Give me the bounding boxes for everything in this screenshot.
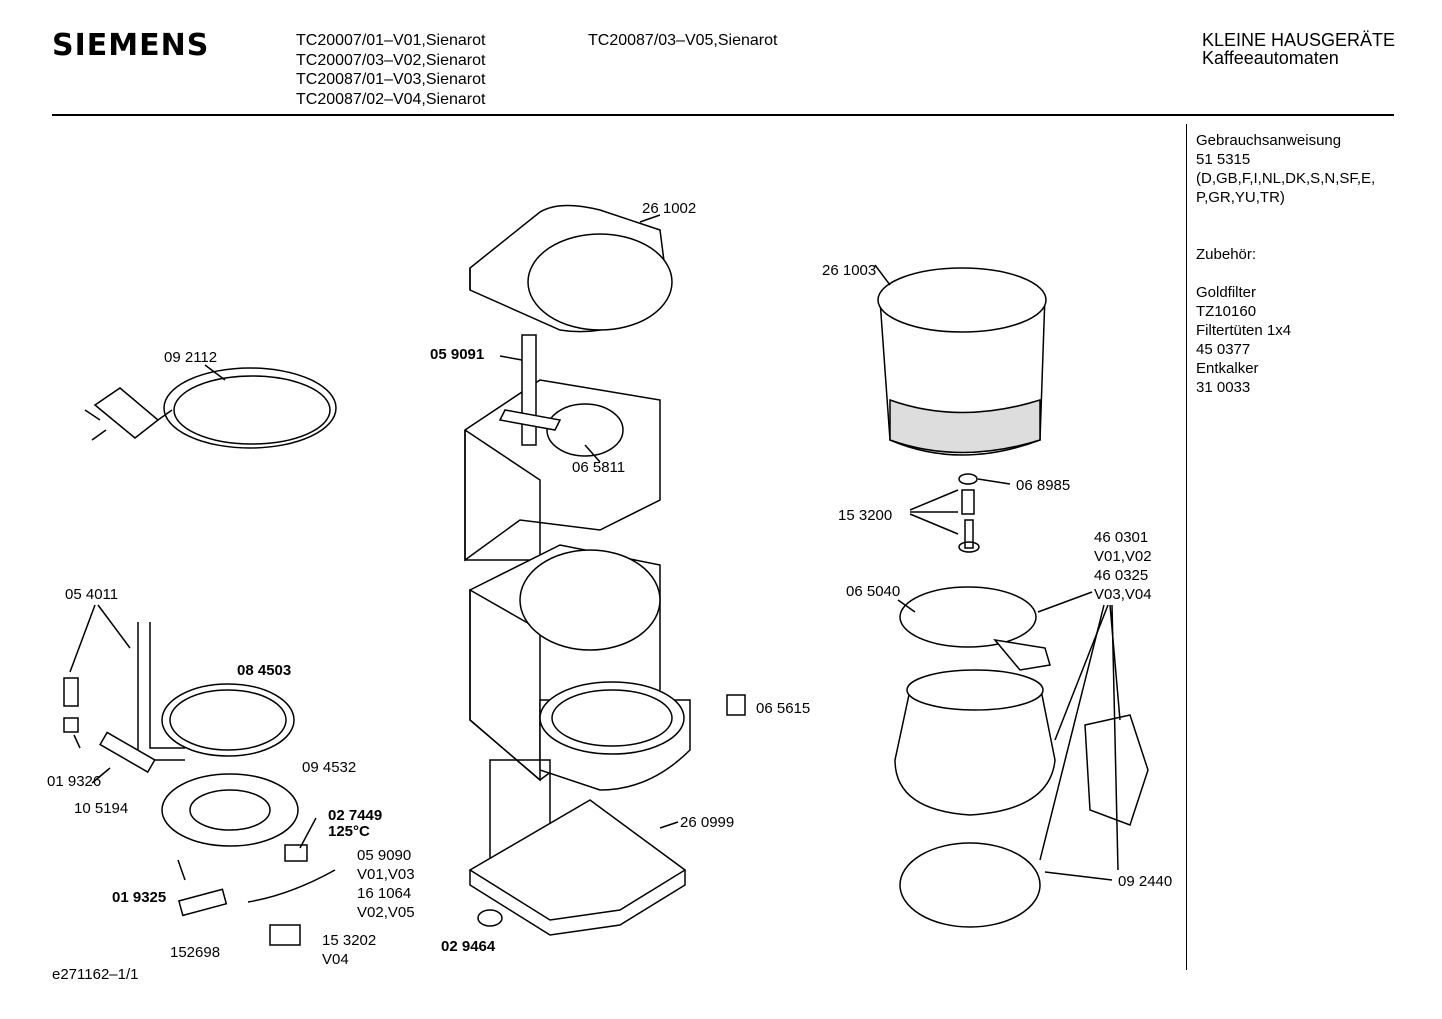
model-item: TC20007/01–V01,Sienarot [296, 32, 486, 49]
sidebar-line: Goldfilter [1196, 284, 1257, 301]
document-id: e271162–1/1 [52, 966, 139, 983]
carafe-lid-part [899, 586, 1051, 671]
label-065811: 06 5811 [572, 459, 625, 476]
label-084503: 08 4503 [237, 662, 291, 679]
accessory-sidebar: Gebrauchsanweisung 51 5315 (D,GB,F,I,NL,… [1196, 131, 1375, 397]
label-059090: 05 9090 [357, 847, 411, 864]
carafe-handle-part [1084, 714, 1149, 826]
carafe-ring-part [899, 842, 1041, 928]
label-261003: 26 1003 [822, 262, 876, 279]
sidebar-line: (D,GB,F,I,NL,DK,S,N,SF,E, [1196, 170, 1376, 187]
valve-part [958, 473, 980, 553]
label-161064: 16 1064 [357, 885, 411, 902]
main-body-part [469, 544, 691, 881]
label-460325: 46 0325 [1094, 567, 1148, 584]
label-094532: 09 4532 [302, 759, 356, 776]
sidebar-line: 31 0033 [1196, 379, 1251, 396]
model-item: TC20087/03–V05,Sienarot [588, 32, 778, 49]
sidebar-line: Zubehör: [1196, 246, 1257, 263]
label-460301: 46 0301 [1094, 529, 1148, 546]
heating-element-parts [63, 622, 336, 946]
label-105194: 10 5194 [74, 800, 128, 817]
label-v0102: V01,V02 [1094, 548, 1152, 565]
sidebar-line: 45 0377 [1196, 341, 1251, 358]
sidebar-line: P,GR,YU,TR) [1196, 189, 1285, 206]
label-019326: 01 9326 [47, 773, 101, 790]
sidebar-line: Entkalker [1196, 360, 1259, 377]
label-019325: 01 9325 [112, 889, 166, 906]
label-153202: 15 3202 [322, 932, 376, 949]
category-block: KLEINE HAUSGERÄTE Kaffeeautomaten [1202, 31, 1395, 67]
label-054011: 05 4011 [65, 586, 118, 603]
upper-housing-part [464, 334, 661, 562]
model-item: TC20087/02–V04,Sienarot [296, 90, 486, 108]
category-subtitle: Kaffeeautomaten [1202, 48, 1339, 68]
label-065615: 06 5615 [756, 700, 810, 717]
lid-part [469, 204, 673, 333]
model-list-2: TC20087/03–V05,Sienarot [588, 31, 777, 51]
power-cord-part [84, 367, 337, 449]
label-027449: 02 7449 [328, 807, 382, 824]
label-068985: 06 8985 [1016, 477, 1070, 494]
label-029464: 02 9464 [441, 938, 496, 955]
model-item: TC20087/01–V03,Sienarot [296, 71, 486, 88]
label-152698: 152698 [170, 944, 220, 961]
label-260999: 26 0999 [680, 814, 734, 831]
label-v0205: V02,V05 [357, 904, 415, 921]
label-temp: 125°C [328, 823, 370, 840]
label-v0103: V01,V03 [357, 866, 415, 883]
label-153200: 15 3200 [838, 507, 892, 524]
foot-part [477, 909, 503, 927]
category-title: KLEINE HAUSGERÄTE [1202, 30, 1396, 50]
label-v04: V04 [322, 951, 349, 968]
sidebar-line: 51 5315 [1196, 151, 1251, 168]
filter-basket-part [877, 267, 1047, 456]
label-092440: 09 2440 [1118, 873, 1172, 890]
carafe-part [894, 669, 1056, 816]
switch-part [726, 694, 746, 716]
sidebar-divider [1186, 124, 1187, 970]
brand-logo: SIEMENS [52, 28, 210, 63]
header-divider [52, 114, 1394, 116]
label-261002: 26 1002 [642, 200, 696, 217]
model-list-1: TC20007/01–V01,Sienarot TC20007/03–V02,S… [296, 31, 485, 109]
base-plate-part [468, 799, 687, 936]
label-059091: 05 9091 [430, 346, 484, 363]
label-v0304: V03,V04 [1094, 586, 1152, 603]
label-065040: 06 5040 [846, 583, 900, 600]
sidebar-line: Filtertüten 1x4 [1196, 322, 1292, 339]
label-092112: 09 2112 [164, 349, 217, 366]
model-item: TC20007/03–V02,Sienarot [296, 51, 486, 69]
sidebar-line: Gebrauchsanweisung [1196, 132, 1342, 149]
sidebar-line: TZ10160 [1196, 303, 1257, 320]
